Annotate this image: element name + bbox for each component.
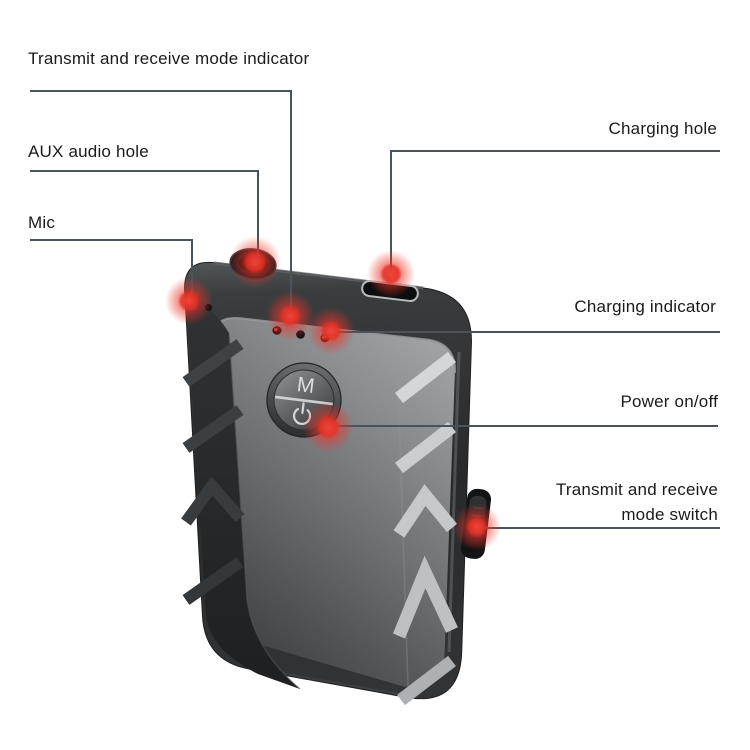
left-bezel-seam	[228, 332, 301, 690]
callout-label-mode-switch: Transmit and receive mode switch	[555, 480, 718, 524]
glow-power	[302, 401, 354, 453]
callout-label-mode-indicator: Transmit and receive mode indicator	[28, 49, 310, 68]
callout-lines	[30, 90, 720, 529]
callout-label-mic: Mic	[28, 213, 56, 232]
glow-aux	[229, 236, 281, 288]
glow-charging-indicator	[307, 307, 355, 355]
callout-line-charging-hole	[390, 150, 720, 270]
left-chevron-pattern	[181, 339, 245, 605]
left-bezel	[186, 290, 300, 689]
glow-mode-indicator	[265, 291, 315, 341]
right-side-highlight	[447, 351, 461, 653]
callout-line-aux	[30, 170, 259, 260]
callout-label-power: Power on/off	[620, 392, 718, 411]
mode-button-letter: M	[296, 373, 316, 398]
glow-mic	[165, 277, 213, 325]
callout-label-aux-audio-hole: AUX audio hole	[28, 142, 149, 161]
right-chevron-pattern	[392, 351, 458, 706]
callout-label-charging-hole: Charging hole	[608, 119, 717, 138]
device: M	[181, 248, 492, 706]
glow-mode-switch	[453, 503, 501, 551]
callout-line-mode-indicator	[30, 90, 292, 314]
indicator-glows	[165, 236, 501, 551]
callout-label-charging-indicator: Charging indicator	[574, 297, 716, 316]
glow-charging-hole	[367, 250, 415, 298]
